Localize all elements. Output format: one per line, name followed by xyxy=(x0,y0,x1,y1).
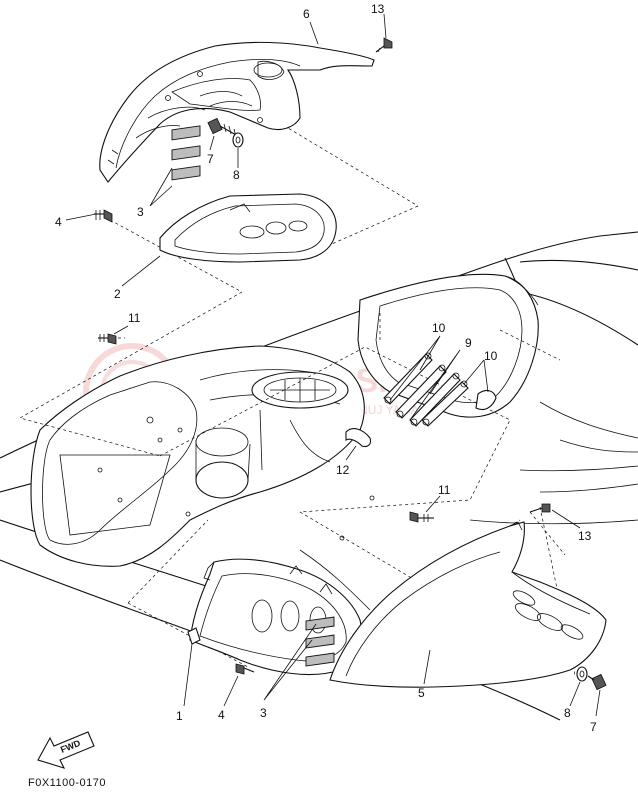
callout-3-top: 3 xyxy=(137,205,144,219)
part-6-upper-cover xyxy=(99,41,375,183)
part-13-screw-lower xyxy=(529,503,551,513)
part-10-bracket xyxy=(475,389,497,411)
part-12-hook xyxy=(345,428,372,448)
part-4-clip-lower xyxy=(235,663,255,675)
part-13-screw-top xyxy=(375,37,393,53)
callout-2: 2 xyxy=(114,287,121,301)
part-7-bolt-lower xyxy=(587,673,607,691)
callout-leaders xyxy=(65,13,601,717)
callout-1: 1 xyxy=(176,709,183,723)
drawing-code: F0X1100-0170 xyxy=(28,777,106,789)
part-11-clip-lower xyxy=(409,511,434,523)
callout-10-lower: 10 xyxy=(484,349,498,363)
part-3-tape-strips-top xyxy=(171,125,201,181)
part-1-side-panel xyxy=(187,558,362,675)
part-4-clip-top xyxy=(94,209,113,223)
part-5-side-panel xyxy=(329,521,607,688)
callout-4-top: 4 xyxy=(55,215,62,229)
part-8-washer-lower xyxy=(576,666,588,682)
callout-13-lower: 13 xyxy=(578,529,592,543)
callout-6: 6 xyxy=(303,7,310,21)
callout-5: 5 xyxy=(418,686,425,700)
part-9-10-bands xyxy=(383,352,469,427)
callout-4-lower: 4 xyxy=(218,708,225,722)
fwd-arrow: FWD xyxy=(37,731,95,769)
callout-numbers: 6 13 7 8 3 4 2 11 10 9 10 12 11 13 1 4 3… xyxy=(55,2,597,734)
part-11-clip-upper xyxy=(98,333,117,345)
callout-7-lower: 7 xyxy=(590,720,597,734)
callout-3-lower: 3 xyxy=(260,706,267,720)
callout-8-top: 8 xyxy=(233,168,240,182)
part-7-bolt-top xyxy=(207,117,239,138)
callout-8-lower: 8 xyxy=(564,706,571,720)
callout-12: 12 xyxy=(336,463,350,477)
hull-deck-body xyxy=(0,231,638,721)
callout-11-lower: 11 xyxy=(438,483,451,497)
callout-7-top: 7 xyxy=(207,152,214,166)
callout-13-top: 13 xyxy=(371,2,385,16)
callout-11-upper: 11 xyxy=(128,311,141,325)
part-3-tape-strips-lower xyxy=(305,616,335,667)
part-2-tray xyxy=(159,193,337,263)
part-8-washer-top xyxy=(232,132,244,148)
callout-10-upper: 10 xyxy=(432,321,446,335)
callout-9: 9 xyxy=(465,336,472,350)
